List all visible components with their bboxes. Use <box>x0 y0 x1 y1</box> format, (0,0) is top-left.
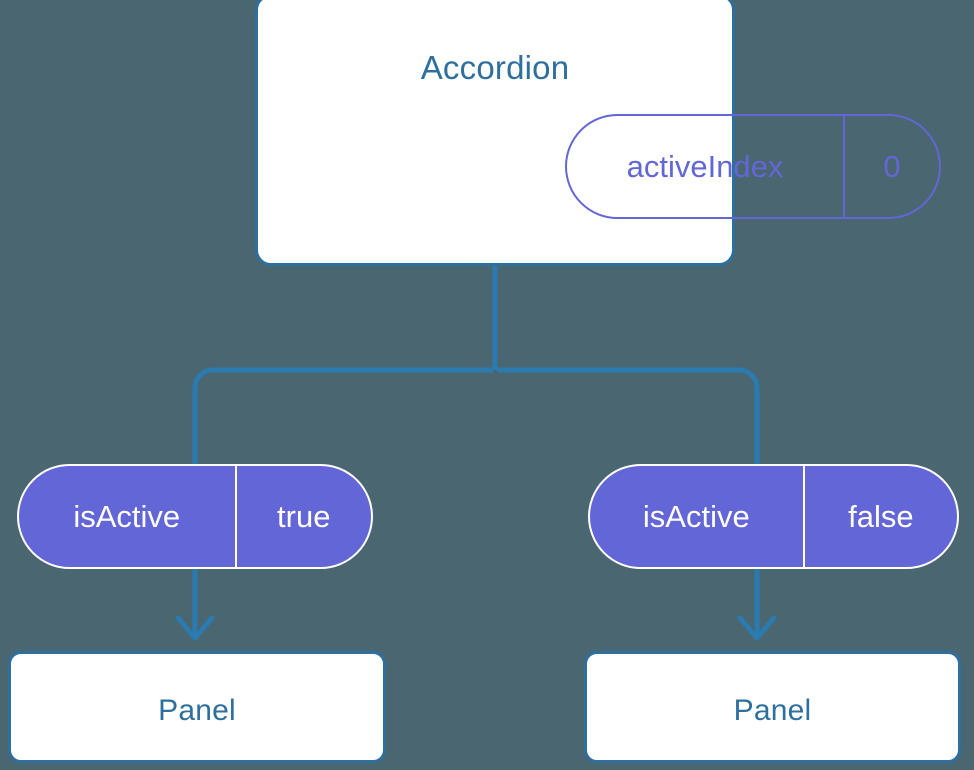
prop-pill-right-key: isActive <box>642 498 750 534</box>
panel-card-left-title: Panel <box>158 694 236 727</box>
accordion-card-title: Accordion <box>420 49 570 86</box>
prop-pill-left-key: isActive <box>73 498 181 534</box>
prop-pill-right-value: false <box>802 466 957 567</box>
connector-branch-right <box>497 367 760 465</box>
panel-component-card-right[interactable]: Panel <box>584 651 961 763</box>
connector-branch-left <box>192 367 493 465</box>
state-pill-value: 0 <box>843 116 939 217</box>
accordion-component-card[interactable]: Accordion activeIndex 0 <box>255 0 941 266</box>
arrow-head-right-icon <box>737 615 777 641</box>
panel-component-card-left[interactable]: Panel <box>8 651 386 763</box>
prop-pill-is-active-true[interactable]: isActive true <box>17 464 373 569</box>
arrow-head-left-icon <box>175 615 215 641</box>
prop-pill-left-value: true <box>234 466 371 567</box>
state-pill-active-index[interactable]: activeIndex 0 <box>565 114 941 219</box>
state-pill-key: activeIndex <box>626 148 784 184</box>
prop-pill-is-active-false[interactable]: isActive false <box>588 464 959 569</box>
panel-card-right-title: Panel <box>733 694 812 727</box>
